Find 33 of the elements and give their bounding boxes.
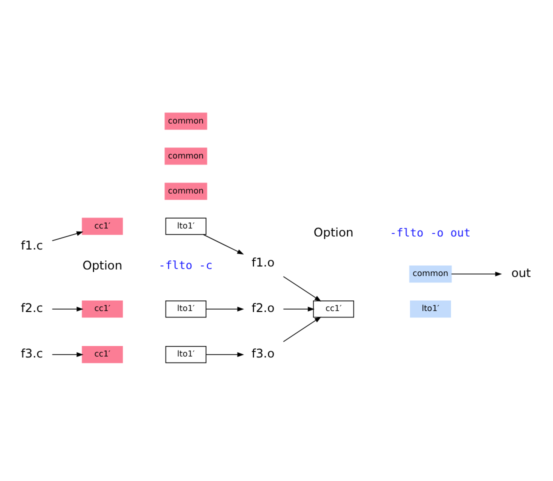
arrow bbox=[52, 231, 84, 242]
node-box: common bbox=[164, 182, 208, 200]
node-box: lto1′ bbox=[165, 300, 206, 318]
arrow bbox=[451, 272, 502, 276]
arrow bbox=[206, 306, 244, 312]
label: -flto -c bbox=[158, 259, 212, 272]
node-box: cc1′ bbox=[82, 300, 123, 318]
node-box: lto1′ bbox=[165, 218, 206, 235]
node-text: f2.c bbox=[20, 300, 43, 315]
node-text: f2.o bbox=[252, 300, 275, 315]
node-box: cc1′ bbox=[82, 346, 123, 364]
arrow bbox=[52, 306, 84, 312]
arrow bbox=[283, 316, 322, 342]
node-text: f1.o bbox=[252, 255, 275, 270]
label: Option bbox=[314, 226, 354, 240]
label: -flto -o out bbox=[390, 226, 471, 240]
arrow bbox=[52, 352, 84, 357]
node-box: cc1′ bbox=[313, 300, 354, 318]
node-text: out bbox=[511, 266, 531, 280]
label: Option bbox=[82, 258, 122, 272]
arrow bbox=[283, 306, 315, 312]
arrow bbox=[283, 276, 322, 302]
node-box: lto1′ bbox=[410, 300, 451, 318]
node-box: lto1′ bbox=[165, 346, 206, 364]
arrow bbox=[206, 352, 244, 357]
node-box: cc1′ bbox=[82, 218, 123, 235]
arrow bbox=[203, 234, 244, 255]
node-text: f3.o bbox=[252, 346, 275, 360]
node-box: common bbox=[164, 112, 208, 130]
node-box: common bbox=[164, 148, 208, 165]
node-text: f3.c bbox=[20, 346, 43, 360]
node-box: common bbox=[409, 265, 452, 283]
node-text: f1.c bbox=[20, 238, 43, 252]
